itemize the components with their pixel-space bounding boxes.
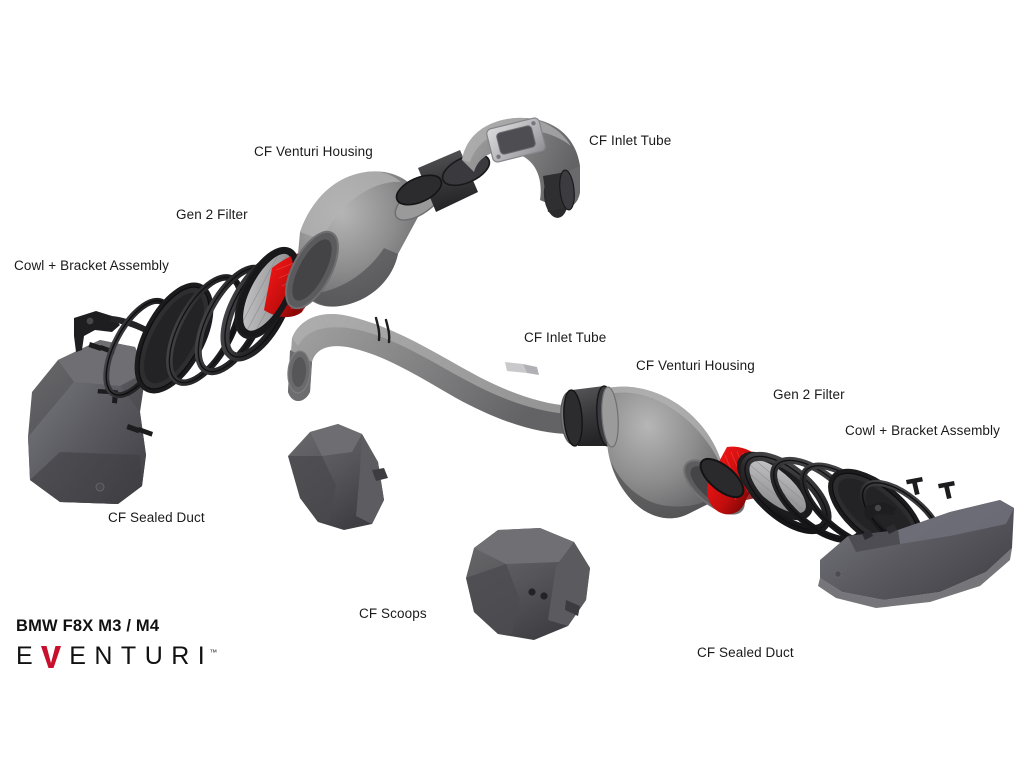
part-cf-venturi-housing-right: [601, 386, 745, 519]
part-coupler-middle: [563, 385, 616, 447]
part-bracket-arm-left: [74, 311, 160, 352]
wordmark-letter-e: E: [16, 642, 42, 670]
callout-cf-sealed-duct-left: CF Sealed Duct: [108, 510, 205, 525]
callout-gen-2-filter-left: Gen 2 Filter: [176, 207, 248, 222]
callout-gen-2-filter-right: Gen 2 Filter: [773, 387, 845, 402]
part-coupler-top: [395, 150, 491, 212]
part-cf-inlet-tube-top: [462, 117, 580, 218]
brand-block: BMW F8X M3 / M4 E ENTURI ™: [16, 617, 217, 669]
eventuri-wordmark: E ENTURI ™: [16, 643, 217, 669]
part-cf-scoop-left: [288, 424, 388, 530]
wordmark-red-v-icon: [40, 644, 62, 669]
callout-cf-scoops: CF Scoops: [359, 606, 427, 621]
callout-cf-venturi-housing-left: CF Venturi Housing: [254, 144, 373, 159]
model-title: BMW F8X M3 / M4: [16, 617, 160, 635]
callout-cf-inlet-tube-middle: CF Inlet Tube: [524, 330, 607, 345]
callout-cf-sealed-duct-right: CF Sealed Duct: [697, 645, 794, 660]
callout-cf-inlet-tube-top: CF Inlet Tube: [589, 133, 672, 148]
wordmark-letters-enturi: ENTURI: [69, 642, 214, 670]
part-cf-scoop-right: [466, 528, 590, 640]
part-cf-sealed-duct-right: [818, 500, 1014, 608]
part-cf-sealed-duct-left: [28, 340, 146, 504]
trademark-symbol: ™: [209, 648, 218, 657]
callout-cf-venturi-housing-right: CF Venturi Housing: [636, 358, 755, 373]
callout-cowl-bracket-assembly-right: Cowl + Bracket Assembly: [845, 423, 1000, 438]
part-tube-clips: [374, 316, 391, 344]
callout-cowl-bracket-assembly-left: Cowl + Bracket Assembly: [14, 258, 169, 273]
